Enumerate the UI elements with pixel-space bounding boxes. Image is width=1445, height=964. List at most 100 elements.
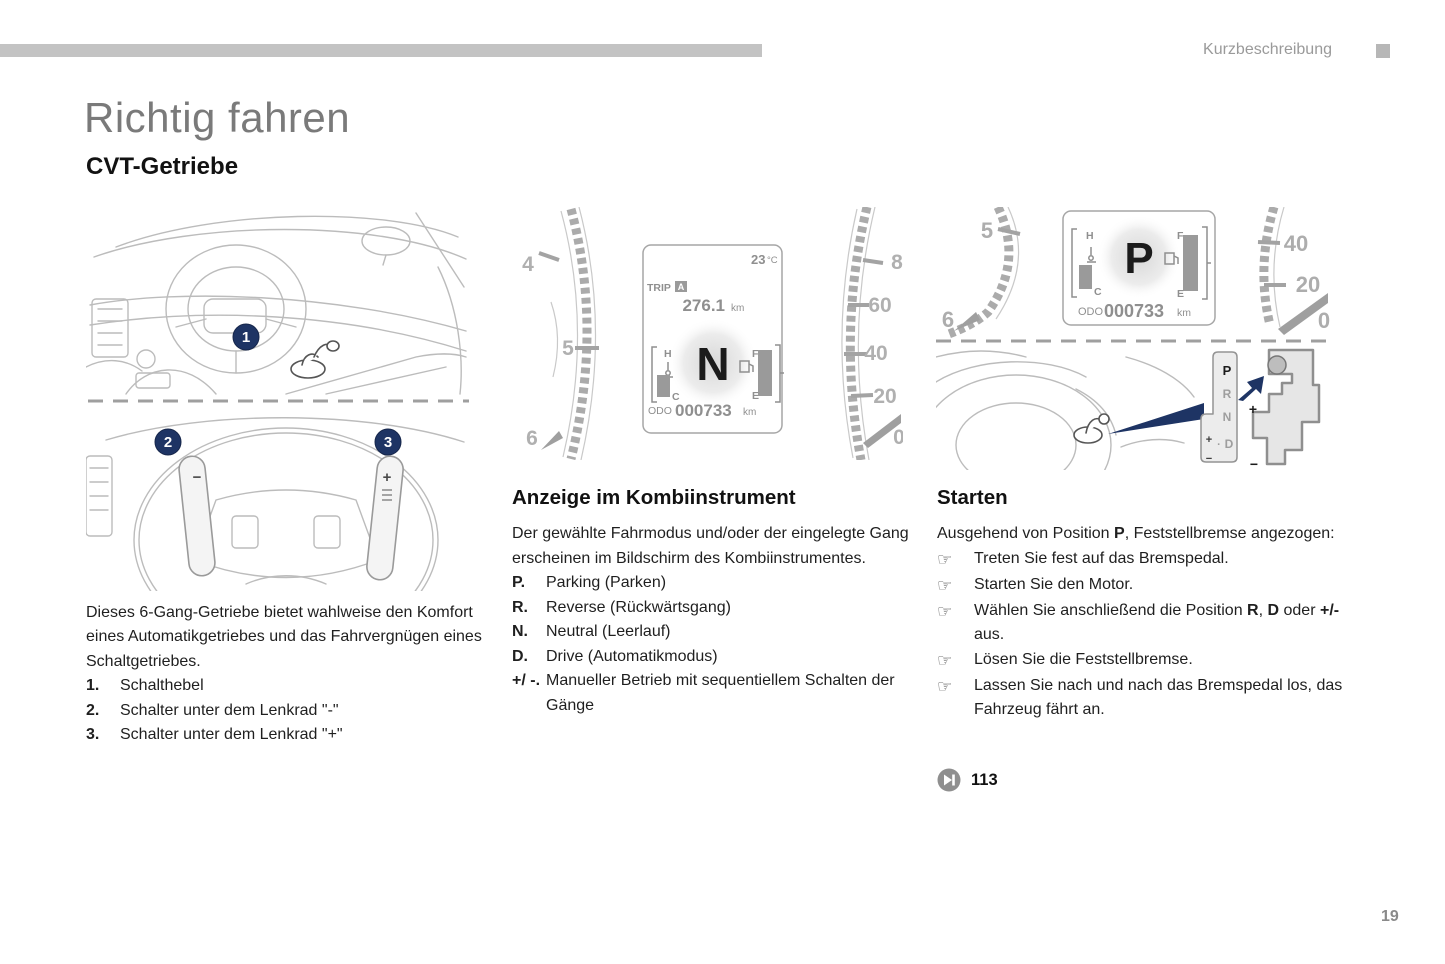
odo-unit: km <box>1177 307 1191 319</box>
fuel-pump-icon <box>1164 252 1175 265</box>
fuel-gauge-empty: E <box>752 390 759 402</box>
gear-lever-knob <box>326 340 340 352</box>
section-marker <box>1376 44 1390 58</box>
figure-cluster-park-shift-gate: 5 6 40 20 0 P H C F E ODO 000733 km <box>936 207 1332 470</box>
item-number: 2. <box>86 701 100 719</box>
tach-number: 5 <box>981 218 993 243</box>
speedo-number: 20 <box>873 385 896 408</box>
instruction-step: ☞ Treten Sie fest auf das Bremspedal. <box>937 547 1343 573</box>
tach-number: 6 <box>526 427 538 450</box>
callout-1-number: 1 <box>242 329 250 346</box>
paddle-minus <box>178 455 216 577</box>
paddle-minus-label: − <box>193 469 202 486</box>
strip-r: R <box>1223 387 1232 401</box>
trip-distance: 276.1 <box>682 296 725 315</box>
item-text: Schalter unter dem Lenkrad "+" <box>120 726 343 744</box>
shift-knob <box>1267 355 1287 375</box>
temp-gauge-low: C <box>1094 286 1102 298</box>
gear-letter: D. <box>512 647 528 665</box>
step-text: Wählen Sie anschließend die Position R, … <box>974 601 1340 644</box>
gear-mode-item: +/ -. Manueller Betrieb mit sequentielle… <box>512 669 914 718</box>
speedo-needle <box>863 414 901 448</box>
gearbox-description-block: Dieses 6-Gang-Getriebe bietet wahlweise … <box>86 601 488 748</box>
item-text: Schalter unter dem Lenkrad "-" <box>120 701 339 719</box>
gear-lever-knob <box>1098 413 1110 425</box>
gear-letter: P. <box>512 574 526 592</box>
instruction-step: ☞ Wählen Sie anschließend die Position R… <box>937 599 1343 648</box>
strip-plus: + <box>1206 434 1212 446</box>
fuel-gauge-empty: E <box>1177 288 1184 300</box>
gear-glow <box>1097 215 1181 299</box>
odo-label: ODO <box>1078 306 1104 318</box>
pointing-hand-icon: ☞ <box>937 575 953 596</box>
strip-p: P <box>1223 363 1232 378</box>
instruction-step: ☞ Lassen Sie nach und nach das Bremspeda… <box>937 674 1343 723</box>
gear-selector-strip <box>1200 351 1238 463</box>
step-text: Lösen Sie die Feststellbremse. <box>974 650 1193 668</box>
temp-gauge-high: H <box>664 348 672 360</box>
odo-label: ODO <box>648 405 672 417</box>
gear-letter: N. <box>512 623 528 641</box>
gear-lever-base <box>290 359 326 379</box>
speedo-needle <box>1278 293 1328 335</box>
shift-arrow <box>1238 376 1264 401</box>
starting-section-block: Starten Ausgehend von Position P, Festst… <box>937 482 1343 723</box>
tach-number: 4 <box>522 253 534 276</box>
strip-n: N <box>1223 410 1232 424</box>
gate-plus: + <box>1249 401 1257 417</box>
temp-gauge-high: H <box>1086 230 1094 242</box>
trip-distance-unit: km <box>731 303 744 314</box>
fuel-gauge-bar <box>1183 235 1198 291</box>
section-heading: Starten <box>937 486 1008 509</box>
fuel-gauge-full: F <box>752 348 759 360</box>
gear-mode-item: P. Parking (Parken) <box>512 571 914 595</box>
odo-unit: km <box>743 407 756 418</box>
skip-forward-icon <box>937 768 961 792</box>
pointer-wedge <box>1108 403 1204 434</box>
list-item: 1. Schalthebel <box>86 674 488 698</box>
page-subtitle: CVT-Getriebe <box>86 153 239 180</box>
shift-gate-diagram <box>1251 348 1321 466</box>
speedo-number: 0 <box>893 426 903 449</box>
tach-number: 6 <box>942 307 954 332</box>
gear-description: Neutral (Leerlauf) <box>546 623 671 641</box>
section-heading: Anzeige im Kombiinstrument <box>512 486 796 509</box>
fuel-pump-icon <box>739 360 750 373</box>
speedo-number: 20 <box>1296 272 1320 297</box>
header-rule <box>0 44 762 57</box>
strip-d: D <box>1225 437 1234 451</box>
item-number: 1. <box>86 677 100 695</box>
instruction-step: ☞ Lösen Sie die Feststellbremse. <box>937 648 1343 674</box>
paddle-shift-icon <box>382 489 392 501</box>
temp-gauge-bar <box>1079 265 1092 289</box>
item-text: Schalthebel <box>120 677 204 695</box>
speedo-number: 60 <box>868 294 891 317</box>
page-title: Richtig fahren <box>84 94 351 141</box>
item-number: 3. <box>86 726 100 744</box>
callout-2-badge <box>154 428 182 456</box>
section-intro: Der gewählte Fahrmodus und/oder der eing… <box>512 525 909 567</box>
gear-mode-item: D. Drive (Automatikmodus) <box>512 645 914 669</box>
display-section-block: Anzeige im Kombiinstrument Der gewählte … <box>512 482 914 718</box>
gear-description: Drive (Automatikmodus) <box>546 647 718 665</box>
callout-1-badge <box>232 323 260 351</box>
gear-description: Manueller Betrieb mit sequentiellem Scha… <box>546 672 895 714</box>
reference-page: 113 <box>971 770 998 789</box>
gear-letter: R. <box>512 598 528 616</box>
section-intro: Ausgehend von Position P, Feststellbrems… <box>937 525 1335 543</box>
pointing-hand-icon: ☞ <box>937 676 953 697</box>
step-text: Starten Sie den Motor. <box>974 575 1134 593</box>
page-number: 19 <box>1381 908 1399 925</box>
section-label: Kurzbeschreibung <box>1203 41 1332 58</box>
trip-mode-box <box>675 281 687 292</box>
pointing-hand-icon: ☞ <box>937 650 953 671</box>
fuel-gauge-full: F <box>1177 230 1184 242</box>
gear-description: Reverse (Rückwärtsgang) <box>546 598 731 616</box>
outside-temp-unit: °C <box>767 255 778 266</box>
callout-3-badge <box>374 428 402 456</box>
tach-number: 5 <box>562 337 574 360</box>
tach-needle <box>541 431 563 450</box>
paddle-plus-label: + <box>383 469 392 486</box>
speedo-number: 40 <box>864 342 887 365</box>
